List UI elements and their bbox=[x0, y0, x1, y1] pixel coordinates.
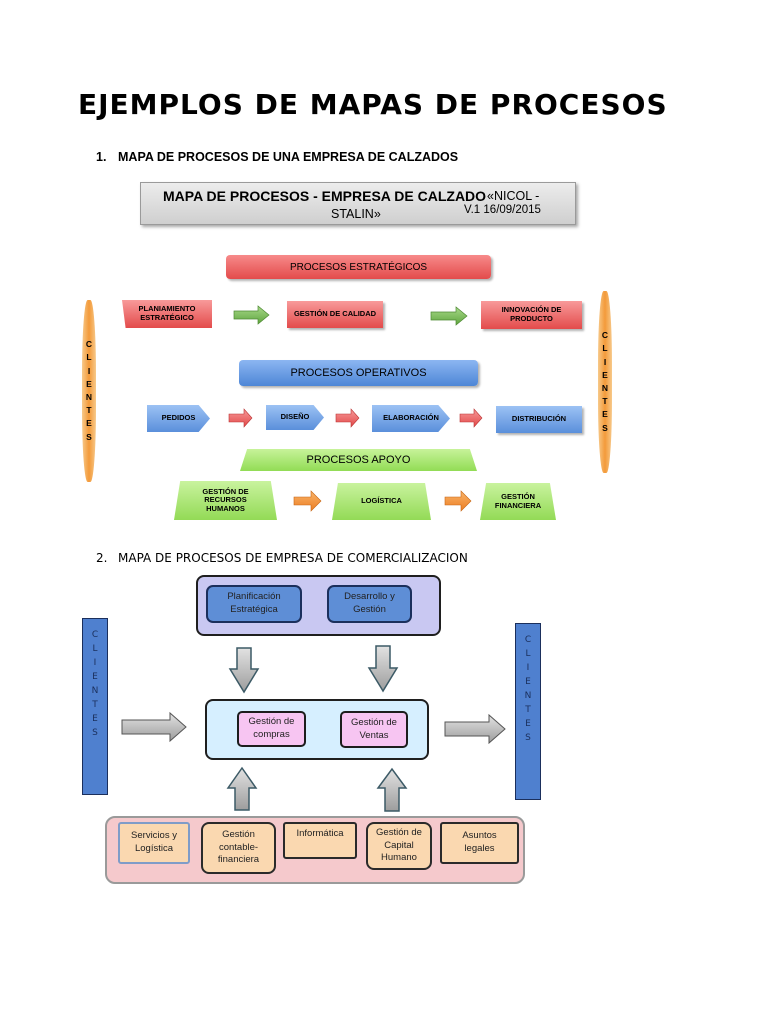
map1-header-title: MAPA DE PROCESOS - EMPRESA DE CALZADO bbox=[163, 188, 487, 204]
clients-letter: E bbox=[525, 676, 531, 687]
clients-letter: E bbox=[86, 378, 92, 389]
clients-letter: E bbox=[92, 713, 98, 724]
map2-strategic-planning: Planificación Estratégica bbox=[206, 585, 302, 623]
support-item-finance: GESTIÓN FINANCIERA bbox=[480, 483, 556, 520]
clients-letter: S bbox=[525, 732, 531, 743]
operative-item-distribution: DISTRIBUCIÓN bbox=[496, 406, 582, 433]
operative-item-orders: PEDIDOS bbox=[147, 405, 210, 432]
operative-band: PROCESOS OPERATIVOS bbox=[239, 360, 478, 386]
clients-letter: L bbox=[602, 343, 608, 354]
map2-support-hr: Gestión de Capital Humano bbox=[366, 822, 432, 870]
clients-letter: I bbox=[603, 356, 607, 367]
support-band: PROCESOS APOYO bbox=[240, 449, 477, 471]
map2-core-purchases: Gestión de compras bbox=[237, 711, 306, 747]
strategic-item-quality: GESTIÓN DE CALIDAD bbox=[287, 301, 383, 328]
strategic-item-innovation: INNOVACIÓN DE PRODUCTO bbox=[481, 301, 582, 329]
strategic-item-planning: PLANIAMIENTO ESTRATÉGICO bbox=[122, 300, 212, 328]
map2-strategic-development: Desarrollo y Gestión bbox=[327, 585, 412, 623]
clients-letter: C bbox=[85, 339, 93, 350]
clients-letter: C bbox=[91, 630, 99, 640]
clients-letter: T bbox=[602, 396, 608, 407]
map2-support-services: Servicios y Logística bbox=[118, 822, 190, 864]
clients-letter: I bbox=[93, 657, 97, 668]
strategic-band: PROCESOS ESTRATÉGICOS bbox=[226, 255, 491, 279]
section-1-text: MAPA DE PROCESOS DE UNA EMPRESA DE CALZA… bbox=[118, 150, 459, 164]
section-2-number: 2. bbox=[96, 551, 108, 565]
section-2-text: MAPA DE PROCESOS DE EMPRESA DE COMERCIAL… bbox=[118, 551, 468, 565]
clients-letter: E bbox=[525, 718, 531, 729]
arrow-strategic-1 bbox=[233, 305, 270, 325]
arrow-in bbox=[121, 711, 187, 743]
page-title: EJEMPLOS DE MAPAS DE PROCESOS bbox=[78, 88, 668, 121]
clients-letter: N bbox=[524, 690, 532, 701]
arrow-operative-3 bbox=[459, 408, 483, 428]
map2-support-accounting: Gestión contable-financiera bbox=[201, 822, 276, 874]
support-item-logistics: LOGÍSTICA bbox=[332, 483, 431, 520]
clients-letter: T bbox=[92, 699, 98, 710]
map1-header-client-2: STALIN» bbox=[331, 207, 381, 221]
operative-item-production: ELABORACIÓN bbox=[372, 405, 450, 432]
arrow-up-2 bbox=[376, 767, 408, 812]
map1-header: MAPA DE PROCESOS - EMPRESA DE CALZADO «N… bbox=[140, 182, 576, 225]
clients-letter: L bbox=[525, 648, 531, 659]
arrow-strategic-2 bbox=[430, 306, 468, 326]
clients-letter: I bbox=[526, 662, 530, 673]
clients-letter: T bbox=[525, 704, 531, 715]
clients-letter: S bbox=[602, 422, 608, 433]
map2-support-it: Informática bbox=[283, 822, 357, 859]
arrow-down-2 bbox=[367, 645, 399, 693]
clients-letter: E bbox=[86, 418, 92, 429]
section-1-number: 1. bbox=[96, 150, 107, 164]
clients-letter: T bbox=[86, 405, 92, 416]
arrow-down-1 bbox=[228, 647, 260, 694]
clients-letter: E bbox=[602, 409, 608, 420]
support-item-hr: GESTIÓN DE RECURSOS HUMANOS bbox=[174, 481, 277, 520]
operative-item-design: DISEÑO bbox=[266, 405, 324, 430]
clients-letter: L bbox=[86, 352, 92, 363]
clients-letter: I bbox=[87, 365, 91, 376]
arrow-up-1 bbox=[226, 766, 258, 811]
clients-letter: N bbox=[85, 392, 93, 402]
clients-letter: E bbox=[602, 369, 608, 380]
section-2-heading: 2. MAPA DE PROCESOS DE EMPRESA DE COMERCI… bbox=[96, 551, 468, 565]
clients-letter: N bbox=[601, 383, 609, 393]
clients-letter: S bbox=[92, 727, 98, 738]
section-1-heading: 1. MAPA DE PROCESOS DE UNA EMPRESA DE CAL… bbox=[96, 150, 458, 164]
map1-header-client-1: «NICOL - bbox=[487, 189, 540, 203]
map2-support-legal: Asuntos legales bbox=[440, 822, 519, 864]
arrow-out bbox=[444, 713, 506, 745]
arrow-operative-2 bbox=[335, 408, 360, 428]
arrow-operative-1 bbox=[228, 408, 253, 428]
arrow-support-2 bbox=[444, 490, 472, 512]
clients-letter: C bbox=[524, 635, 532, 645]
clients-letter: C bbox=[601, 330, 609, 341]
arrow-support-1 bbox=[293, 490, 322, 512]
clients-letter: N bbox=[91, 685, 99, 696]
clients-letter: L bbox=[92, 643, 98, 654]
clients-letter: S bbox=[86, 431, 92, 442]
map2-core-sales: Gestión de Ventas bbox=[340, 711, 408, 748]
clients-letter: E bbox=[92, 671, 98, 682]
map1-header-version: V.1 16/09/2015 bbox=[464, 204, 541, 216]
